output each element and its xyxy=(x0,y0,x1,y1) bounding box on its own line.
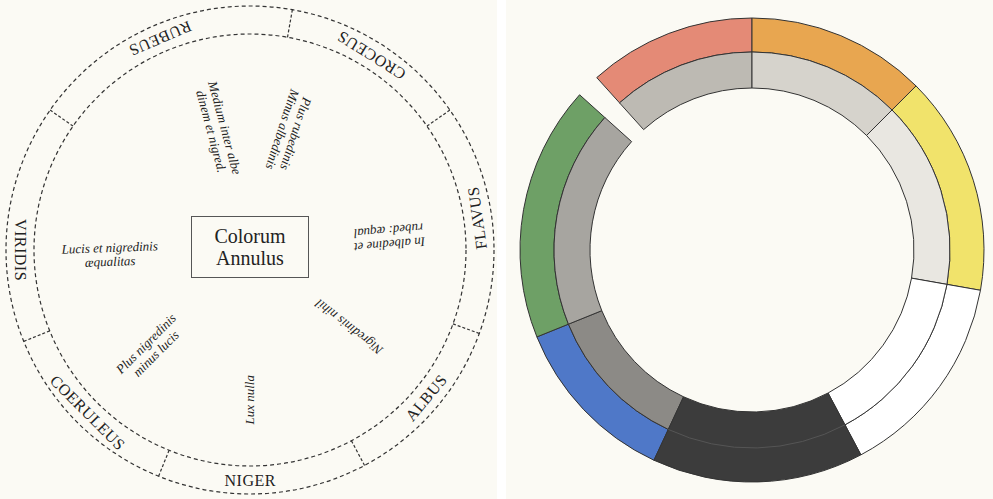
inner-ring xyxy=(34,34,466,466)
title-box: Colorum Annulus xyxy=(191,216,309,278)
ring-divider xyxy=(427,110,450,126)
panel-ground xyxy=(506,0,993,499)
title-text: Colorum Annulus xyxy=(205,225,295,269)
colour-note: Lux nulla xyxy=(243,345,257,455)
ring-divider xyxy=(159,450,169,476)
grey-segment xyxy=(620,52,752,130)
grey-segment xyxy=(867,110,950,284)
grey-segment xyxy=(554,118,632,325)
ring-divider xyxy=(453,324,479,334)
ring-divider xyxy=(24,331,50,341)
panel-ground xyxy=(0,0,497,499)
ring-divider xyxy=(288,10,293,38)
ring-divider xyxy=(351,441,364,466)
colour-note: Lucis et nigredinis æqualitas xyxy=(60,240,161,271)
ring-line xyxy=(668,425,845,448)
colour-name: NIGER xyxy=(225,472,276,490)
grey-segment xyxy=(752,52,892,135)
grey-segment xyxy=(568,311,683,430)
black-segment xyxy=(654,393,861,482)
grey-segment xyxy=(828,278,947,425)
colour-name: VIRIDIS xyxy=(11,219,29,281)
ring-divider xyxy=(50,110,73,126)
outer-ring xyxy=(6,6,494,494)
